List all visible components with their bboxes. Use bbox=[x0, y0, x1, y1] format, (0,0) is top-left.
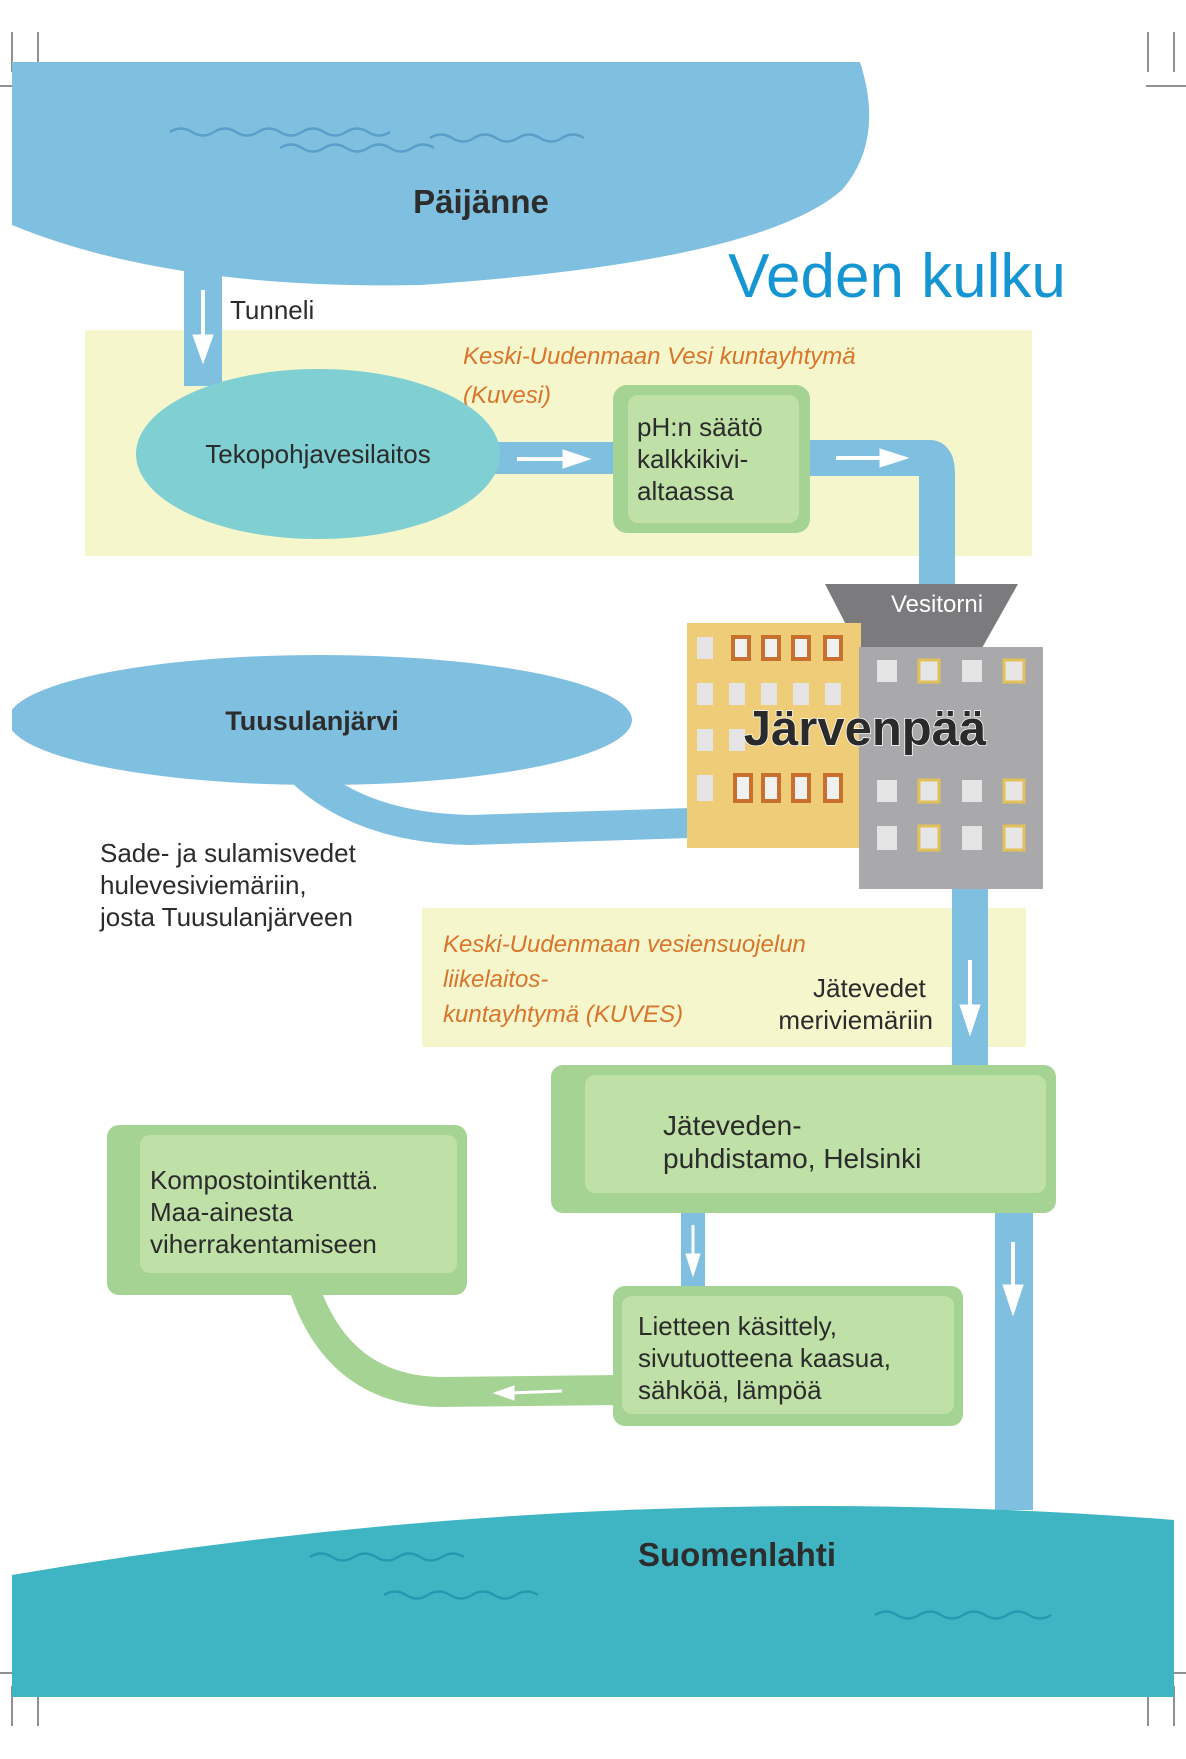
tunnel-arrow bbox=[192, 290, 214, 365]
stormwater-label: Sade- ja sulamisvedet hulevesiviemäriin,… bbox=[99, 838, 363, 932]
tuusulanjarvi-lake bbox=[8, 655, 632, 785]
wastewater-arrow bbox=[959, 960, 981, 1037]
treatment-box-inner bbox=[585, 1075, 1046, 1193]
tuusulanjarvi-label: Tuusulanjärvi bbox=[225, 706, 399, 736]
compost-arrow bbox=[492, 1385, 563, 1401]
compost-box-inner bbox=[140, 1135, 457, 1273]
sludge-box-inner bbox=[622, 1296, 954, 1414]
kuvesi-org-label: Keski-Uudenmaan Vesi kuntayhtymä (Kuvesi… bbox=[463, 343, 862, 409]
sludge-label: Lietteen käsittely, sivutuotteena kaasua… bbox=[638, 1311, 898, 1405]
yellow-building-windows bbox=[697, 635, 843, 803]
flow-arrow bbox=[836, 448, 910, 468]
tuusulanjarvi-left-cut bbox=[0, 640, 12, 800]
wastewater-label: Jätevedet meriviemäriin bbox=[778, 973, 933, 1035]
suomenlahti-label: Suomenlahti bbox=[638, 1536, 836, 1573]
paijanne-waves bbox=[169, 127, 585, 153]
water-tower bbox=[825, 584, 1018, 648]
page-title: Veden kulku bbox=[728, 242, 1066, 311]
paijanne-label: Päijänne bbox=[413, 183, 549, 220]
compost-label: Kompostointikenttä. Maa-ainesta viherrak… bbox=[150, 1165, 386, 1259]
sea-arrow bbox=[1002, 1242, 1024, 1317]
ph-label: pH:n säätö kalkkikivi- altaassa bbox=[637, 412, 770, 506]
city-label: Järvenpää bbox=[744, 702, 987, 756]
tower-label: Vesitorni bbox=[891, 591, 983, 618]
suomenlahti-sea bbox=[12, 1506, 1174, 1697]
pipe-ph-to-tower bbox=[806, 440, 955, 590]
flow-arrow bbox=[517, 449, 592, 469]
grey-building-windows bbox=[877, 658, 1026, 852]
treatment-label: Jäteveden- puhdistamo, Helsinki bbox=[663, 1110, 921, 1174]
tunnel-label: Tunneli bbox=[230, 295, 314, 325]
plant-label: Tekopohjavesilaitos bbox=[205, 439, 430, 469]
sludge-arrow bbox=[685, 1225, 701, 1278]
jarvenpaa-city: Järvenpää bbox=[687, 623, 1043, 889]
kuves-zone bbox=[422, 908, 1026, 1047]
paijanne-lake bbox=[12, 62, 870, 286]
tekopohjavesilaitos-plant bbox=[136, 369, 500, 539]
compost-connector bbox=[290, 1284, 621, 1408]
kuves-org-label: Keski-Uudenmaan vesiensuojelun liikelait… bbox=[443, 931, 813, 1028]
suomenlahti-waves bbox=[309, 1552, 1052, 1620]
ph-box-inner bbox=[628, 395, 799, 523]
